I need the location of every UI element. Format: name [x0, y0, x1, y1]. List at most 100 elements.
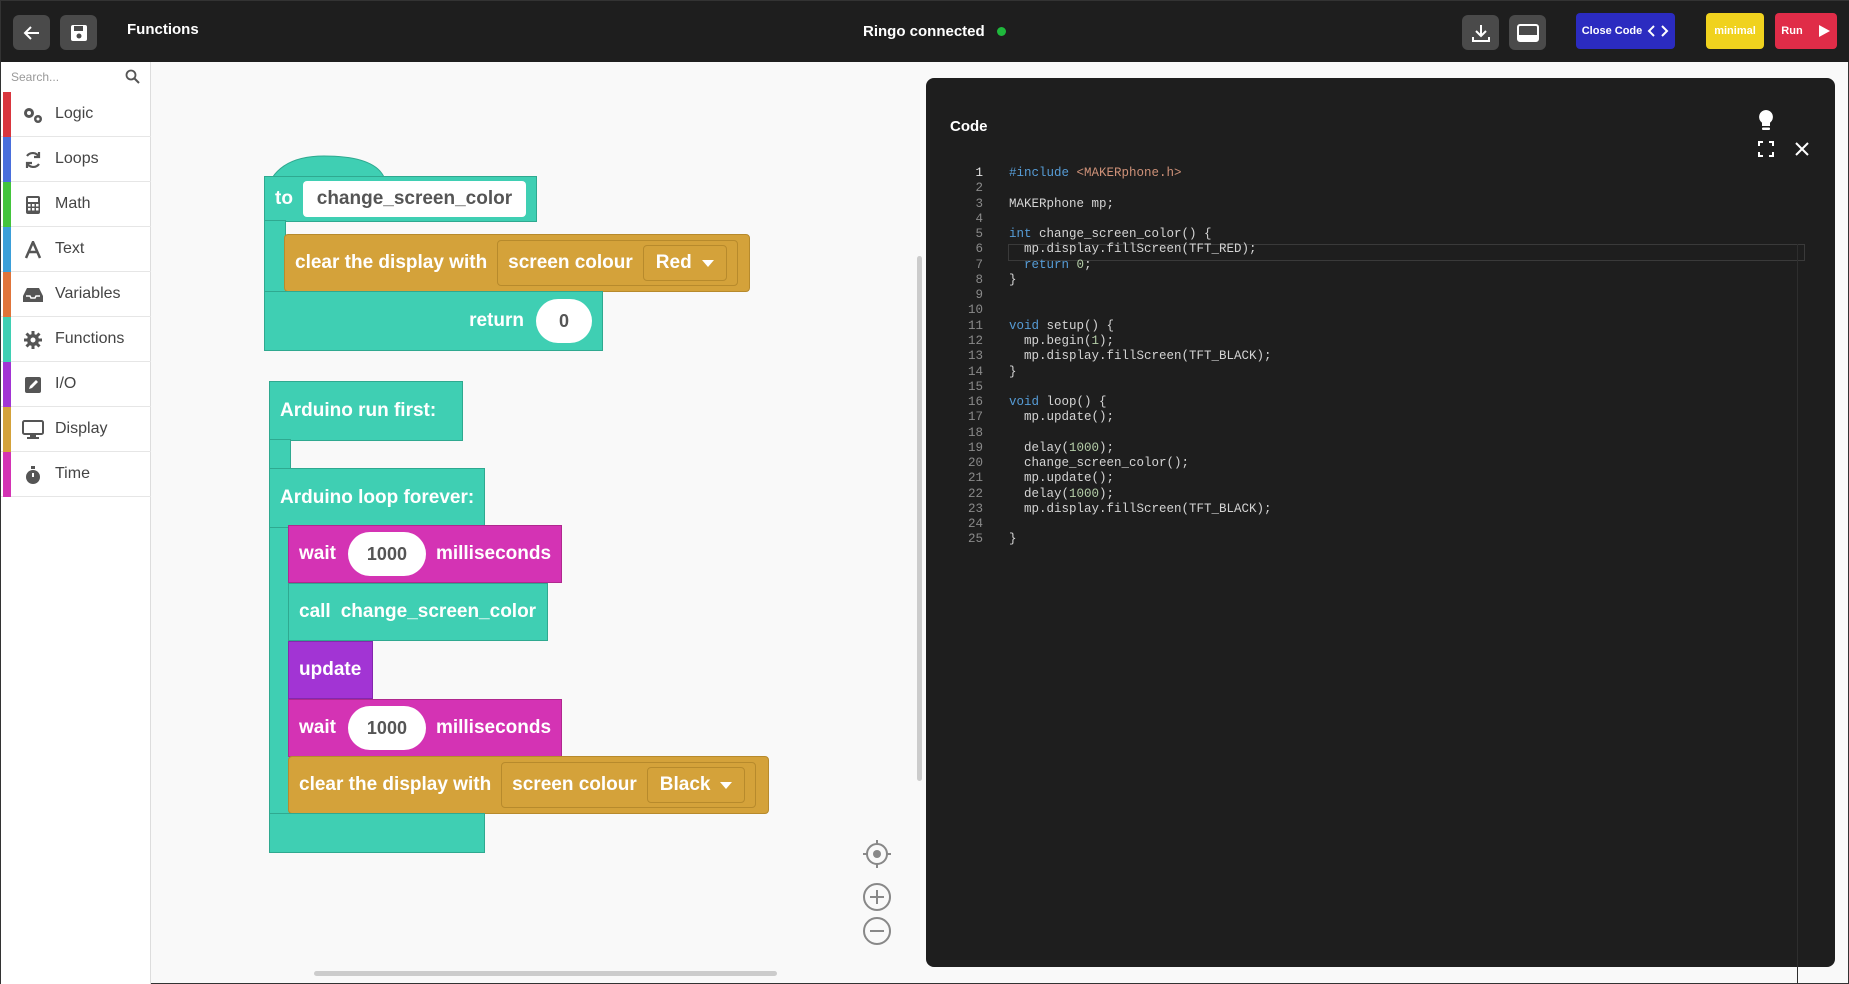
- close-code-button[interactable]: Close Code: [1576, 13, 1675, 49]
- sidebar-item-logic[interactable]: Logic: [1, 92, 151, 137]
- close-code-panel-button[interactable]: [1790, 137, 1814, 161]
- search-icon[interactable]: [125, 69, 140, 89]
- code-line-text: }: [1009, 364, 1017, 379]
- code-line: 24: [926, 517, 1835, 535]
- code-line: 13 mp.display.fillScreen(TFT_BLACK);: [926, 349, 1835, 367]
- wait-block-2[interactable]: wait 1000 milliseconds: [288, 699, 562, 757]
- screen-colour-block-2[interactable]: screen colour Black: [501, 762, 757, 808]
- screen-colour-label: screen colour: [508, 252, 633, 273]
- arduino-run-first-block[interactable]: Arduino run first:: [269, 381, 463, 441]
- colour-dropdown[interactable]: Red: [642, 245, 727, 281]
- sidebar-item-text[interactable]: Text: [1, 227, 151, 272]
- line-number: 14: [967, 364, 983, 379]
- loop-forever-label: Arduino loop forever:: [280, 487, 475, 508]
- code-line-text: }: [1009, 532, 1017, 547]
- run-button[interactable]: Run: [1775, 13, 1837, 49]
- clear-display-black-block[interactable]: clear the display with screen colour Bla…: [288, 756, 769, 814]
- sidebar-item-math[interactable]: Math: [1, 182, 151, 227]
- line-number: 4: [975, 211, 983, 226]
- status-dot-icon: [996, 27, 1006, 36]
- line-number: 22: [967, 486, 983, 501]
- fullscreen-button[interactable]: [1754, 137, 1778, 161]
- save-button[interactable]: [60, 15, 97, 50]
- clear-display-red-block[interactable]: clear the display with screen colour Red: [284, 234, 750, 292]
- code-line-text: change_screen_color();: [1009, 456, 1190, 471]
- hint-button[interactable]: [1754, 108, 1778, 132]
- arrow-left-icon: [23, 25, 39, 40]
- sidebar-item-loops[interactable]: Loops: [1, 137, 151, 182]
- line-number: 5: [975, 227, 983, 242]
- code-line: 4: [926, 212, 1835, 230]
- code-line-text: MAKERphone mp;: [1009, 196, 1115, 211]
- edit-box-icon: [22, 374, 44, 396]
- workspace-vertical-scrollbar[interactable]: [917, 256, 922, 781]
- line-number: 21: [967, 471, 983, 486]
- line-number: 23: [967, 501, 983, 516]
- category-color-bar: [3, 407, 11, 452]
- sidebar-item-io[interactable]: I/O: [1, 362, 151, 407]
- code-panel-title: Code: [950, 118, 988, 135]
- update-block[interactable]: update: [288, 641, 373, 699]
- floppy-disk-icon: [70, 24, 87, 41]
- minus-circle-icon: [863, 917, 891, 945]
- screen-colour-block[interactable]: screen colour Red: [497, 240, 738, 286]
- zoom-in-button[interactable]: [862, 882, 892, 912]
- sidebar-item-display[interactable]: Display: [1, 407, 151, 452]
- connection-status: Ringo connected: [863, 23, 1006, 40]
- call-function-name: change_screen_color: [340, 601, 537, 622]
- line-number: 13: [967, 349, 983, 364]
- crosshair-icon: [863, 840, 891, 868]
- workspace-horizontal-scrollbar[interactable]: [314, 971, 777, 976]
- line-number: 19: [967, 440, 983, 455]
- wait-block-1[interactable]: wait 1000 milliseconds: [288, 525, 562, 583]
- return-value-field[interactable]: 0: [536, 299, 592, 343]
- run-label: Run: [1781, 25, 1803, 37]
- recenter-button[interactable]: [862, 839, 892, 869]
- function-to-label: to: [275, 188, 293, 209]
- clear-display-label-2: clear the display with: [299, 774, 492, 795]
- sidebar-item-label: Loops: [55, 150, 99, 167]
- line-number: 3: [975, 196, 983, 211]
- return-row[interactable]: return 0: [264, 291, 603, 351]
- function-definition-block[interactable]: to change_screen_color: [264, 176, 537, 222]
- search-input[interactable]: [11, 68, 121, 86]
- category-color-bar: [3, 227, 11, 272]
- code-line: 8}: [926, 273, 1835, 291]
- code-brackets-icon: [1647, 25, 1669, 37]
- sidebar-item-label: Variables: [55, 285, 121, 302]
- code-line-text: mp.display.fillScreen(TFT_BLACK);: [1009, 501, 1272, 516]
- wait-value-field-2[interactable]: 1000: [347, 706, 426, 750]
- wait-value-field-1[interactable]: 1000: [347, 532, 426, 576]
- zoom-out-button[interactable]: [862, 916, 892, 946]
- sidebar-item-variables[interactable]: Variables: [1, 272, 151, 317]
- console-toggle-button[interactable]: [1509, 15, 1546, 50]
- sidebar-item-functions[interactable]: Functions: [1, 317, 151, 362]
- text-a-icon: [22, 239, 44, 261]
- download-icon: [1471, 24, 1490, 42]
- colour-dropdown-value: Red: [655, 252, 692, 273]
- block-workspace[interactable]: to change_screen_color clear the display…: [152, 62, 926, 984]
- function-name-field[interactable]: change_screen_color: [302, 181, 526, 217]
- update-label: update: [299, 659, 362, 680]
- minimal-mode-button[interactable]: minimal: [1706, 13, 1764, 49]
- line-number: 25: [967, 532, 983, 547]
- code-line-text: mp.begin(1);: [1009, 333, 1115, 348]
- back-button[interactable]: [13, 15, 50, 50]
- connection-status-text: Ringo connected: [863, 23, 985, 40]
- colour-dropdown-2[interactable]: Black: [646, 767, 746, 803]
- sidebar-item-label: I/O: [55, 375, 77, 392]
- colour-dropdown-value-2: Black: [659, 774, 711, 795]
- call-function-block[interactable]: call change_screen_color: [288, 583, 548, 641]
- code-line: 1#include <MAKERphone.h>: [926, 166, 1835, 184]
- code-line: 6 mp.display.fillScreen(TFT_RED);: [926, 242, 1835, 260]
- arduino-loop-forever-block[interactable]: Arduino loop forever:: [269, 468, 485, 528]
- line-number: 17: [967, 410, 983, 425]
- code-line: 25}: [926, 532, 1835, 550]
- sidebar-item-time[interactable]: Time: [1, 452, 151, 497]
- download-button[interactable]: [1462, 15, 1499, 50]
- calculator-icon: [22, 194, 44, 216]
